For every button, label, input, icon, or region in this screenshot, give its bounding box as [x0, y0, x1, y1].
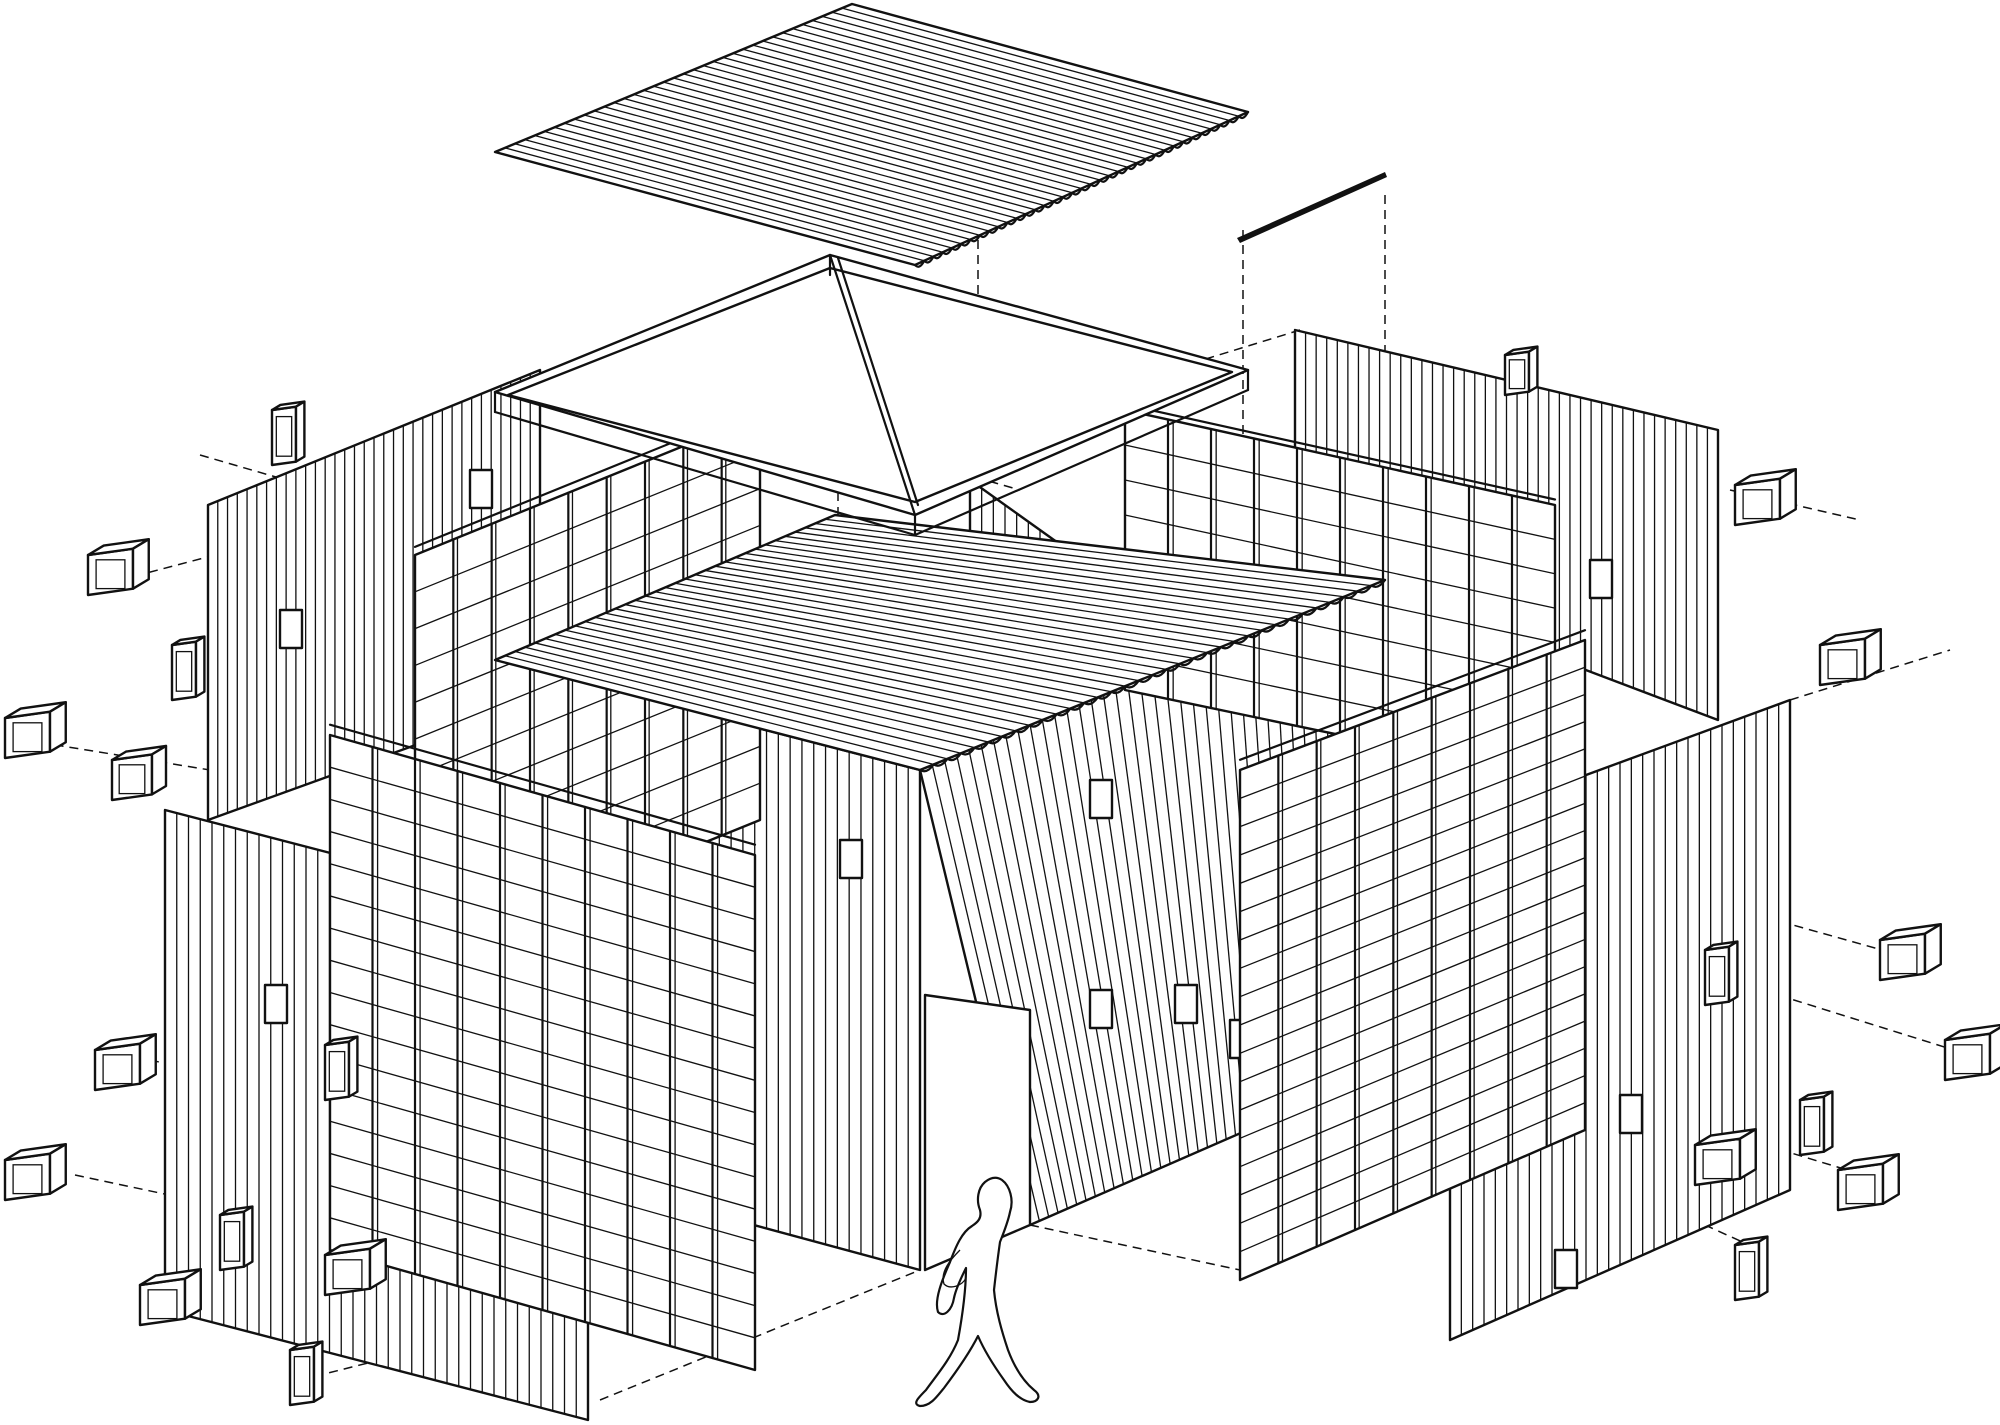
box-connector-6 — [1503, 345, 1539, 397]
box-connector-10 — [1943, 1023, 2000, 1082]
box-connector-15 — [1693, 1128, 1757, 1187]
box-connector-3 — [170, 635, 206, 702]
roof-truss-frame — [493, 253, 1250, 537]
wall-bracket-15 — [1553, 1248, 1579, 1290]
box-connector-1 — [270, 400, 306, 467]
box-connector-14 — [1733, 1235, 1769, 1302]
box-connector-13 — [1836, 1153, 1900, 1212]
box-connector-2 — [86, 538, 150, 597]
frame-front-right — [1238, 629, 1587, 1282]
box-connector-9 — [1878, 923, 1942, 982]
wall-bracket-11 — [1173, 983, 1199, 1025]
wall-bracket-4 — [263, 983, 289, 1025]
frame-front-left — [328, 723, 757, 1372]
box-connector-21 — [138, 1268, 202, 1327]
box-connector-12 — [1798, 1090, 1834, 1157]
roof-sheet-top — [493, 2, 1250, 268]
box-connector-17 — [323, 1035, 359, 1102]
box-connector-19 — [218, 1205, 254, 1272]
lower-roof-sheet — [493, 513, 1387, 773]
box-connector-7 — [1733, 468, 1797, 527]
box-connector-22 — [288, 1340, 324, 1407]
lower-roof-corrugated — [493, 513, 1387, 773]
wall-bracket-2 — [278, 608, 304, 650]
box-connector-4 — [3, 701, 67, 760]
box-connector-8 — [1818, 628, 1882, 687]
box-connector-11 — [1703, 940, 1739, 1007]
wall-bracket-16 — [1588, 558, 1614, 600]
wall-bracket-10 — [1088, 988, 1114, 1030]
top-roof-corrugated — [493, 2, 1250, 268]
box-connector-18 — [3, 1143, 67, 1202]
wall-bracket-9 — [1088, 778, 1114, 820]
human-figure — [915, 1176, 1040, 1408]
box-connector-5 — [110, 744, 168, 802]
box-connector-16 — [93, 1033, 157, 1092]
wall-bracket-8 — [838, 838, 864, 880]
ridge-cap — [1237, 172, 1387, 243]
wall-bracket-1 — [468, 468, 494, 510]
box-connectors — [3, 345, 2000, 1407]
box-connector-20 — [323, 1238, 387, 1297]
wall-bracket-14 — [1618, 1093, 1644, 1135]
